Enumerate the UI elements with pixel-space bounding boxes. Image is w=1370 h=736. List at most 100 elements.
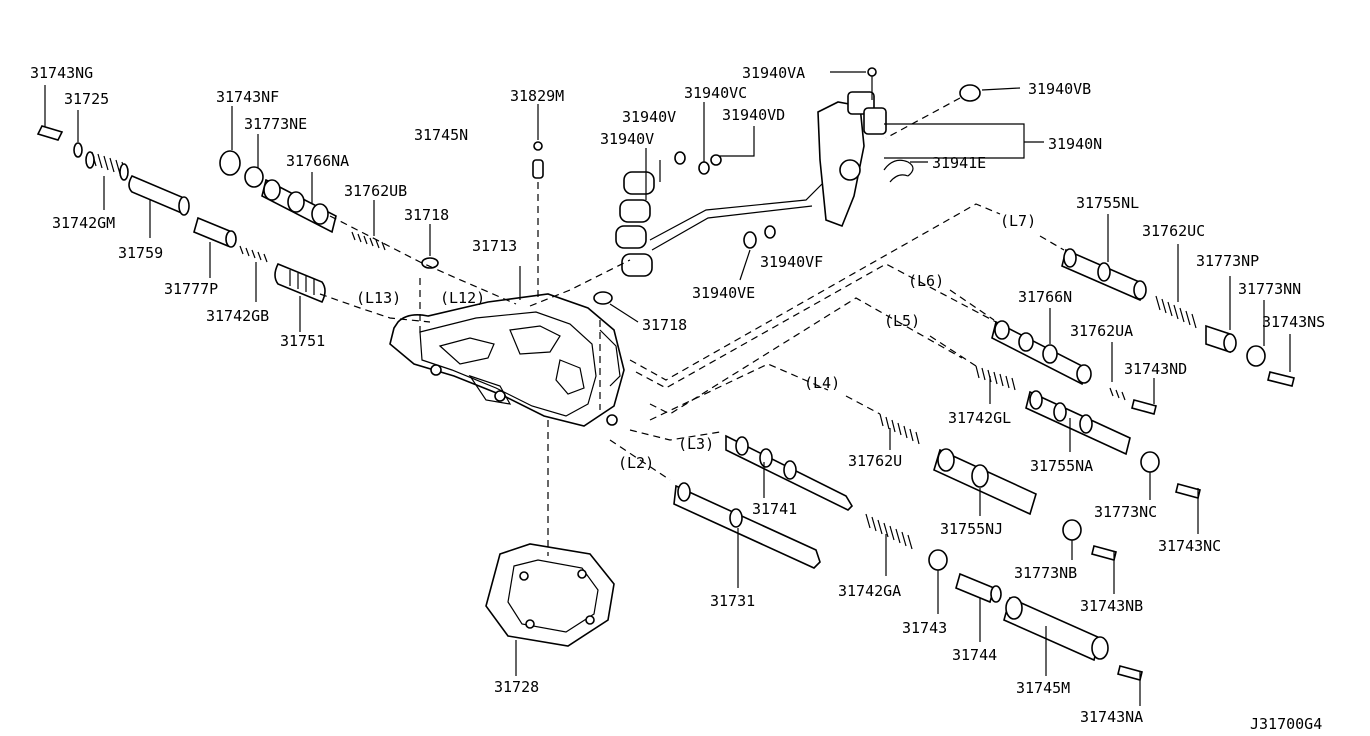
part-label-31718: 31718 xyxy=(642,316,687,334)
part-label-31773NP: 31773NP xyxy=(1196,252,1259,270)
part-31741-valve xyxy=(725,434,854,511)
part-label-31725: 31725 xyxy=(64,90,109,108)
part-label-31766N: 31766N xyxy=(1018,288,1072,306)
part-31742GB-spring xyxy=(239,245,268,302)
part-31766NA-valve xyxy=(261,172,337,234)
part-label-31755NL: 31755NL xyxy=(1076,194,1139,212)
line-label-L2: (L2) xyxy=(618,454,654,472)
part-label-31741: 31741 xyxy=(752,500,797,518)
valve-body xyxy=(389,266,625,427)
part-label-31762UB: 31762UB xyxy=(344,182,407,200)
part-31766N-valve xyxy=(991,308,1092,386)
part-label-31762UC: 31762UC xyxy=(1142,222,1205,240)
part-label-31743NB: 31743NB xyxy=(1080,597,1143,615)
part-label-31745N: 31745N xyxy=(414,126,468,144)
part-31743NC-clip xyxy=(1175,483,1201,534)
part-label-31743NC: 31743NC xyxy=(1158,537,1221,555)
part-label-31743NA: 31743NA xyxy=(1080,708,1143,726)
part-31759-sleeve xyxy=(128,174,190,238)
part-label-31742GL: 31742GL xyxy=(948,409,1011,427)
part-label-31940V: 31940V xyxy=(622,108,676,126)
part-31773NN-plug xyxy=(1246,300,1266,367)
part-31742GA-spring xyxy=(865,513,913,576)
part-label-31762UA: 31762UA xyxy=(1070,322,1133,340)
part-31743NF-ring xyxy=(219,106,241,176)
part-31773NB-plug xyxy=(1062,519,1082,560)
line-label-L5: (L5) xyxy=(884,312,920,330)
part-31762UA-spring xyxy=(1109,342,1126,401)
part-label-31773NC: 31773NC xyxy=(1094,503,1157,521)
part-label-31745M: 31745M xyxy=(1016,679,1070,697)
part-31751-sleeve xyxy=(274,262,326,332)
part-label-31755NJ: 31755NJ xyxy=(940,520,1003,538)
part-31940VA-pin xyxy=(830,67,877,100)
part-label-31759: 31759 xyxy=(118,244,163,262)
part-31718-right-plug xyxy=(593,291,639,323)
part-31940VB-oring xyxy=(885,84,1021,139)
part-label-31742GA: 31742GA xyxy=(838,582,901,600)
part-label-31940V: 31940V xyxy=(600,130,654,148)
part-31762U-spring xyxy=(879,413,920,450)
part-label-31743NG: 31743NG xyxy=(30,64,93,82)
part-31829M-ball xyxy=(532,104,544,179)
line-label-L4: (L4) xyxy=(804,374,840,392)
part-31777P-sleeve xyxy=(193,216,237,278)
drawing-id: J31700G4 xyxy=(1250,715,1322,733)
part-label-31941E: 31941E xyxy=(932,154,986,172)
part-label-31728: 31728 xyxy=(494,678,539,696)
assembly-lines xyxy=(319,182,1065,556)
part-31940N-bracket xyxy=(884,123,1044,159)
part-31728-plate xyxy=(485,543,615,676)
line-label-L7: (L7) xyxy=(1000,212,1036,230)
part-label-31777P: 31777P xyxy=(164,280,218,298)
part-31725-pin xyxy=(73,110,83,158)
part-31742GL-spring xyxy=(975,365,1016,404)
part-label-31940VA: 31940VA xyxy=(742,64,805,82)
part-31731-valve xyxy=(673,482,821,588)
part-31762UC-spring xyxy=(1155,244,1197,329)
part-31940VE-oring xyxy=(739,231,757,281)
part-31773NE-plug xyxy=(244,134,264,188)
part-label-31743NF: 31743NF xyxy=(216,88,279,106)
part-label-31713: 31713 xyxy=(472,237,517,255)
part-31940VC-oring xyxy=(674,102,710,175)
part-31744-plug xyxy=(955,572,1002,642)
solenoid-assembly xyxy=(615,91,887,277)
part-31718-plug xyxy=(421,224,439,269)
part-label-31762U: 31762U xyxy=(848,452,902,470)
line-label-L13: (L13) xyxy=(356,289,401,307)
part-label-31718: 31718 xyxy=(404,206,449,224)
line-label-L3: (L3) xyxy=(678,435,714,453)
part-label-31940VC: 31940VC xyxy=(684,84,747,102)
part-label-31755NA: 31755NA xyxy=(1030,457,1093,475)
part-label-31773NN: 31773NN xyxy=(1238,280,1301,298)
part-31755NL-valve xyxy=(1061,214,1147,302)
part-label-31743ND: 31743ND xyxy=(1124,360,1187,378)
part-label-31751: 31751 xyxy=(280,332,325,350)
line-labels: (L13) (L12) (L7) (L6) (L5) (L4) (L3) (L2) xyxy=(356,212,1036,472)
line-label-L12: (L12) xyxy=(440,289,485,307)
part-31773NP-plug xyxy=(1205,276,1237,354)
part-31773NC-plug xyxy=(1140,451,1160,500)
part-label-31940VE: 31940VE xyxy=(692,284,755,302)
drawings xyxy=(36,67,1295,706)
part-31743ND-clip xyxy=(1131,378,1157,415)
part-label-31773NB: 31773NB xyxy=(1014,564,1077,582)
part-label-31744: 31744 xyxy=(952,646,997,664)
part-31941E-clip xyxy=(883,159,928,183)
part-label-31731: 31731 xyxy=(710,592,755,610)
part-31745M-valve xyxy=(1003,596,1109,676)
part-31743NB-clip xyxy=(1091,545,1117,594)
part-31940VF-oring xyxy=(764,225,776,239)
part-31743-plug xyxy=(928,549,948,614)
part-31755NJ-valve xyxy=(933,448,1037,516)
part-labels: 31743NG3172531742GM3175931743NF31773NE31… xyxy=(30,64,1325,726)
part-31742GM-spring xyxy=(85,151,129,210)
line-label-L6: (L6) xyxy=(908,272,944,290)
part-label-31940VB: 31940VB xyxy=(1028,80,1091,98)
part-label-31743NS: 31743NS xyxy=(1262,313,1325,331)
part-31743NG-clip xyxy=(36,85,64,141)
part-label-31940N: 31940N xyxy=(1048,135,1102,153)
